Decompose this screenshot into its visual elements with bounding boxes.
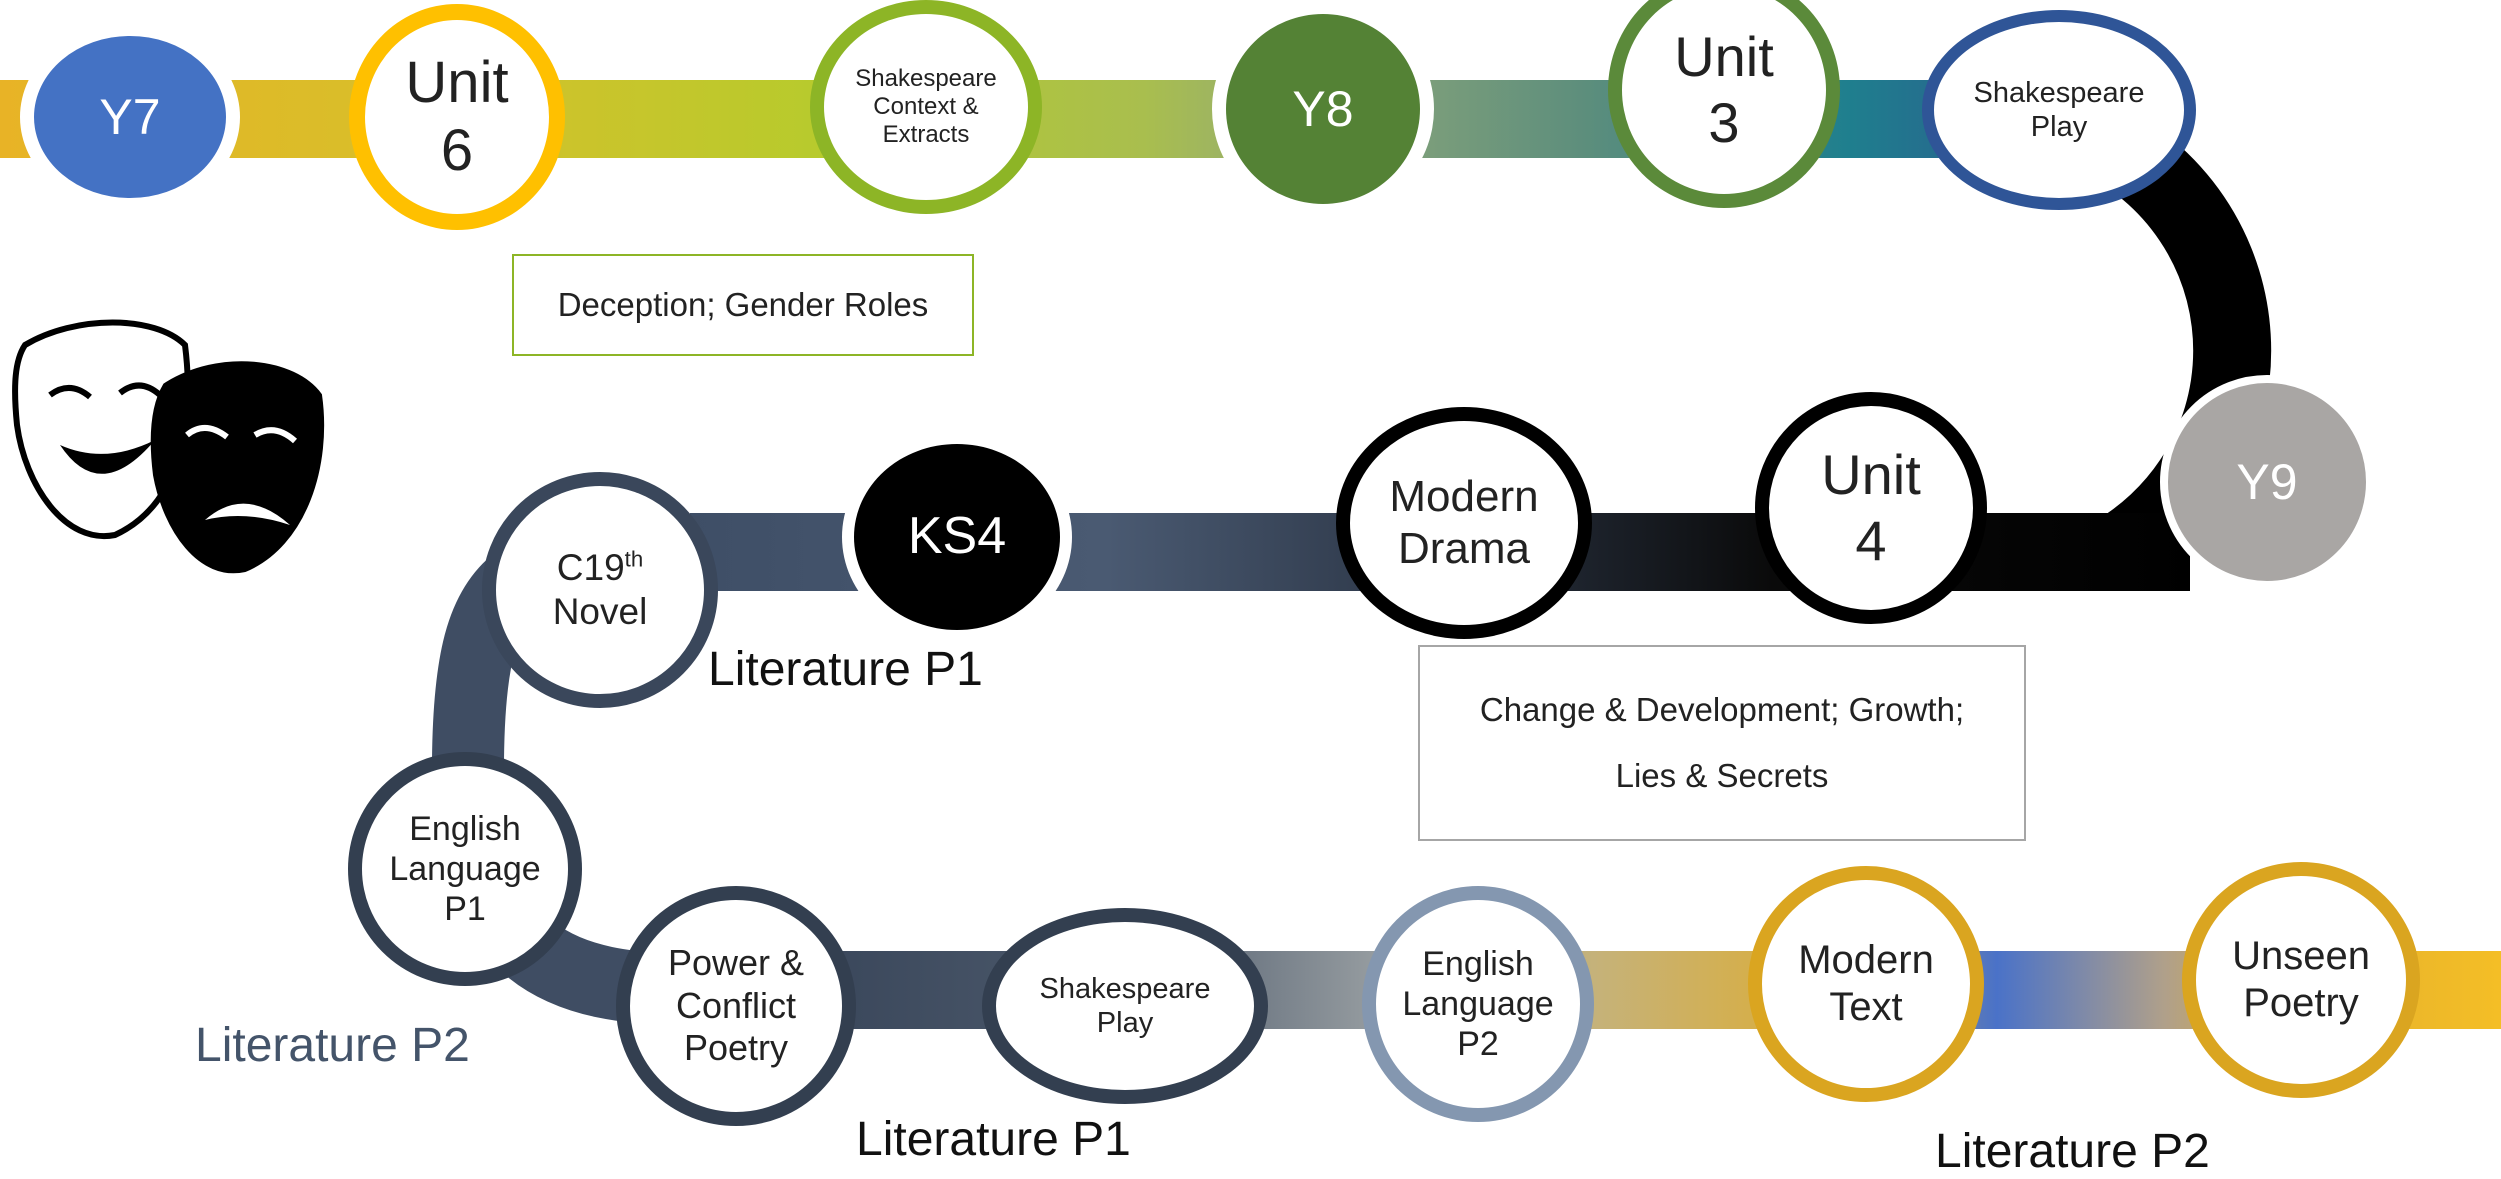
caption-literature-p1-upper: Literature P1 <box>708 643 983 696</box>
node-modern-text: Modern Text <box>1748 866 1984 1102</box>
node-shakespeare-play-y8-label: Shakespeare Play <box>1973 76 2145 143</box>
node-unit6-label: Unit 6 <box>405 49 509 183</box>
node-y7-label: Y7 <box>99 88 161 145</box>
node-y7: Y7 <box>20 22 240 212</box>
c19-superscript: th <box>624 547 644 573</box>
node-shakespeare-play-ks4: Shakespeare Play <box>982 908 1268 1104</box>
node-unit3-label: Unit 3 <box>1674 24 1774 154</box>
node-ks4-label: KS4 <box>907 507 1007 566</box>
theme-box-y9-line1: Change & Development; Growth; <box>1479 691 1965 728</box>
node-y9: Y9 <box>2160 375 2374 589</box>
theme-box-y9: Change & Development; Growth; Lies & Sec… <box>1418 645 2026 841</box>
node-unit4: Unit 4 <box>1755 392 1987 624</box>
node-unit6: Unit 6 <box>349 4 565 230</box>
node-shakespeare-play-y8: Shakespeare Play <box>1922 10 2196 210</box>
theme-box-y7: Deception; Gender Roles <box>512 254 974 356</box>
node-english-language-p1: English Language P1 <box>348 752 582 986</box>
node-y8-label: Y8 <box>1292 80 1354 137</box>
node-modern-text-label: Modern Text <box>1798 937 1934 1029</box>
node-unseen-poetry: Unseen Poetry <box>2182 862 2420 1098</box>
node-power-conflict-poetry-label: Power & Conflict Poetry <box>667 942 805 1069</box>
node-unit3: Unit 3 <box>1608 0 1840 208</box>
node-y8: Y8 <box>1212 0 1434 218</box>
node-english-language-p2: English Language P2 <box>1362 886 1594 1122</box>
caption-literature-p2-left: Literature P2 <box>195 1019 470 1072</box>
node-shakespeare-context: Shakespeare Context & Extracts <box>810 0 1042 214</box>
novel-text: Novel <box>552 591 648 632</box>
node-ks4: KS4 <box>842 432 1072 642</box>
node-english-language-p2-label: English Language P2 <box>1402 944 1554 1064</box>
node-modern-drama: Modern Drama <box>1336 407 1592 639</box>
caption-literature-p1-lower: Literature P1 <box>856 1113 1131 1166</box>
c19-text: C19 <box>556 547 625 589</box>
theme-box-y9-line2: Lies & Secrets <box>1615 757 1829 794</box>
node-english-language-p1-label: English Language P1 <box>389 809 541 929</box>
node-modern-drama-label: Modern Drama <box>1389 472 1539 573</box>
node-shakespeare-play-ks4-label: Shakespeare Play <box>1039 972 1211 1039</box>
node-shakespeare-context-label: Shakespeare Context & Extracts <box>855 64 997 149</box>
node-unit4-label: Unit 4 <box>1821 442 1921 572</box>
theatre-masks-icon <box>12 319 325 574</box>
theme-box-y7-text: Deception; Gender Roles <box>557 286 929 323</box>
node-power-conflict-poetry: Power & Conflict Poetry <box>616 886 856 1126</box>
node-y9-label: Y9 <box>2236 453 2298 510</box>
caption-literature-p2-right: Literature P2 <box>1935 1125 2210 1178</box>
node-unseen-poetry-label: Unseen Poetry <box>2232 933 2370 1025</box>
